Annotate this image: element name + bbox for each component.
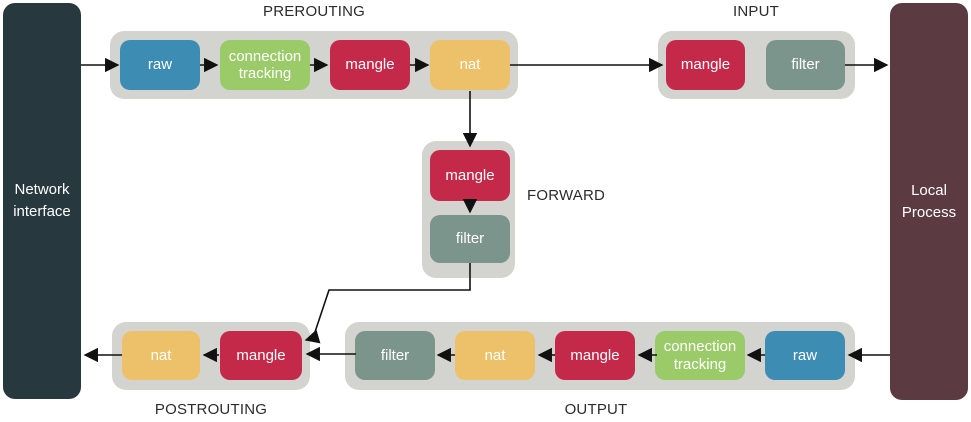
box-label: raw [147,56,173,74]
input-chain-label: INPUT [733,3,779,20]
forward-mangle-box: mangle [430,150,510,201]
network-interface-node: Network interface [3,3,81,399]
input-chain-group: mangle filter [658,31,855,99]
box-label: filter [455,230,485,248]
forward-chain-label: FORWARD [527,187,606,204]
output-raw-box: raw [765,331,845,380]
forward-chain-group: mangle filter [422,141,515,278]
box-label: mangle [570,346,620,364]
output-filter-box: filter [355,331,435,380]
network-interface-label: Network interface [13,181,71,220]
box-label: mangle [445,166,495,184]
postrouting-chain-group: nat mangle [112,322,310,390]
output-conntrack-box: connection tracking [655,331,745,380]
postrouting-nat-box: nat [122,331,200,380]
box-label: nat [484,346,506,364]
box-label: filter [380,346,410,364]
prerouting-chain-label: PREROUTING [262,3,365,20]
local-process-node: Local Process [890,3,968,400]
box-label: mangle [236,346,286,364]
output-mangle-box: mangle [555,331,635,380]
box-label: mangle [345,56,395,74]
postrouting-mangle-box: mangle [220,331,302,380]
input-filter-box: filter [766,40,845,90]
input-mangle-box: mangle [666,40,745,90]
box-label: nat [150,346,172,364]
output-nat-box: nat [455,331,535,380]
box-label: nat [459,56,481,74]
postrouting-chain-label: POSTROUTING [154,401,268,418]
output-chain-group: filter nat mangle connection tracking ra… [345,322,855,390]
prerouting-conntrack-box: connection tracking [220,40,310,90]
prerouting-raw-box: raw [120,40,200,90]
box-label: filter [791,56,820,74]
prerouting-nat-box: nat [430,40,510,90]
box-label: connection tracking [228,47,302,82]
local-process-label: Local Process [901,181,957,221]
box-label: mangle [680,56,731,74]
box-label: connection tracking [663,338,737,373]
prerouting-mangle-box: mangle [330,40,410,90]
forward-filter-box: filter [430,215,510,263]
prerouting-chain-group: raw connection tracking mangle nat [110,31,518,99]
box-label: raw [792,346,818,364]
output-chain-label: OUTPUT [564,401,628,418]
